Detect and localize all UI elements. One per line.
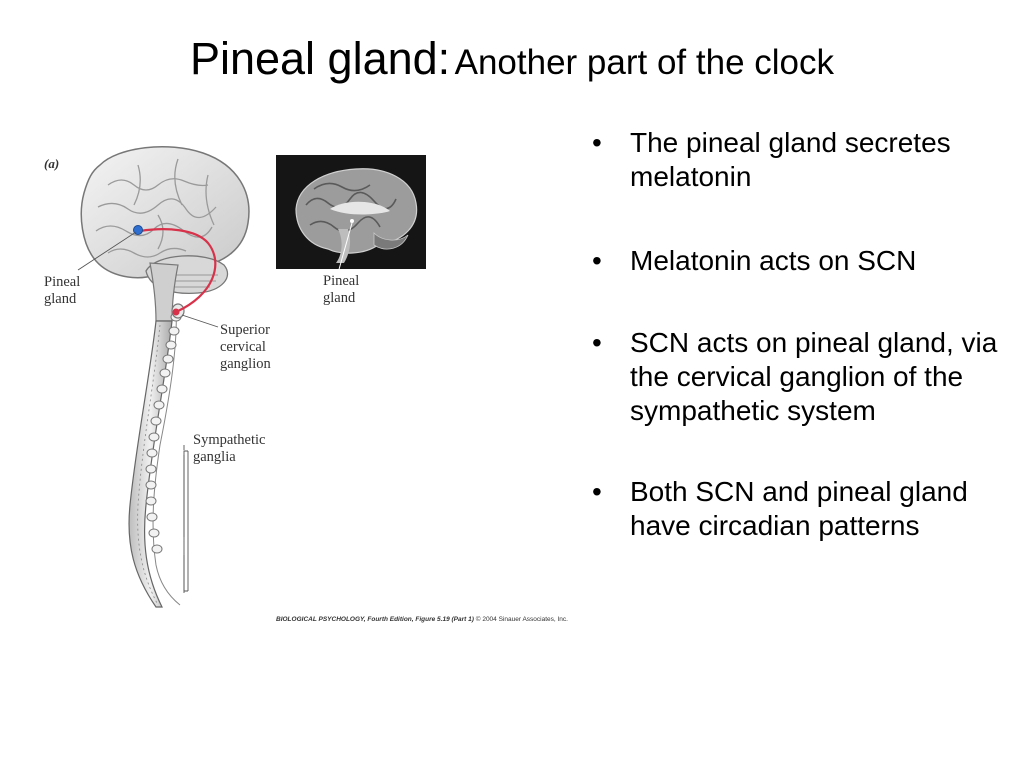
bullet-text: SCN acts on pineal gland, via the cervic… — [630, 327, 998, 426]
bullet-list: • The pineal gland secretes melatonin • Me… — [590, 126, 1010, 543]
bullet-item: • The pineal gland secretes melatonin — [590, 126, 1010, 194]
pineal-gland-label: Pineal gland — [44, 274, 81, 307]
caption-credit: © 2004 Sinauer Associates, Inc. — [475, 616, 568, 623]
bullet-marker: • — [592, 476, 602, 507]
bullet-item: • Both SCN and pineal gland have circadia… — [590, 475, 1010, 543]
brain-drawing — [80, 146, 250, 322]
figure-drawing — [77, 146, 426, 608]
bullet-item: • Melatonin acts on SCN — [590, 244, 1010, 278]
photo-pineal-gland-label: Pineal gland — [323, 273, 360, 306]
title-subtitle: Another part of the clock — [454, 43, 835, 82]
sagittal-brain-photo — [276, 155, 426, 274]
label-leader-lines — [77, 231, 219, 593]
bullet-marker: • — [592, 327, 602, 358]
bullet-marker: • — [592, 245, 602, 276]
bullet-marker: • — [592, 127, 602, 158]
bullet-text: The pineal gland secretes melatonin — [630, 127, 951, 192]
spinal-cord-drawing — [128, 303, 185, 608]
superior-cervical-ganglion-marker — [172, 308, 180, 316]
superior-cervical-ganglion-label: Superior cervical ganglion — [220, 322, 271, 372]
figure-caption: BIOLOGICAL PSYCHOLOGY, Fourth Edition, F… — [276, 616, 568, 623]
slide-title: Pineal gland: Another part of the clock — [0, 36, 1024, 81]
bullet-text: Both SCN and pineal gland have circadian… — [630, 476, 968, 541]
brain-spinal-cord-figure: (a) Pineal gland Pineal gland Superior c… — [38, 145, 578, 635]
panel-label: (a) — [44, 156, 60, 171]
bullet-item: • SCN acts on pineal gland, via the cervi… — [590, 326, 1010, 428]
bullet-text: Melatonin acts on SCN — [630, 245, 917, 276]
sympathetic-pathway — [139, 228, 217, 314]
caption-source: BIOLOGICAL PSYCHOLOGY, Fourth Edition, F… — [276, 616, 474, 623]
title-main: Pineal gland: — [189, 33, 451, 84]
sympathetic-ganglia-label: Sympathetic ganglia — [193, 432, 266, 465]
